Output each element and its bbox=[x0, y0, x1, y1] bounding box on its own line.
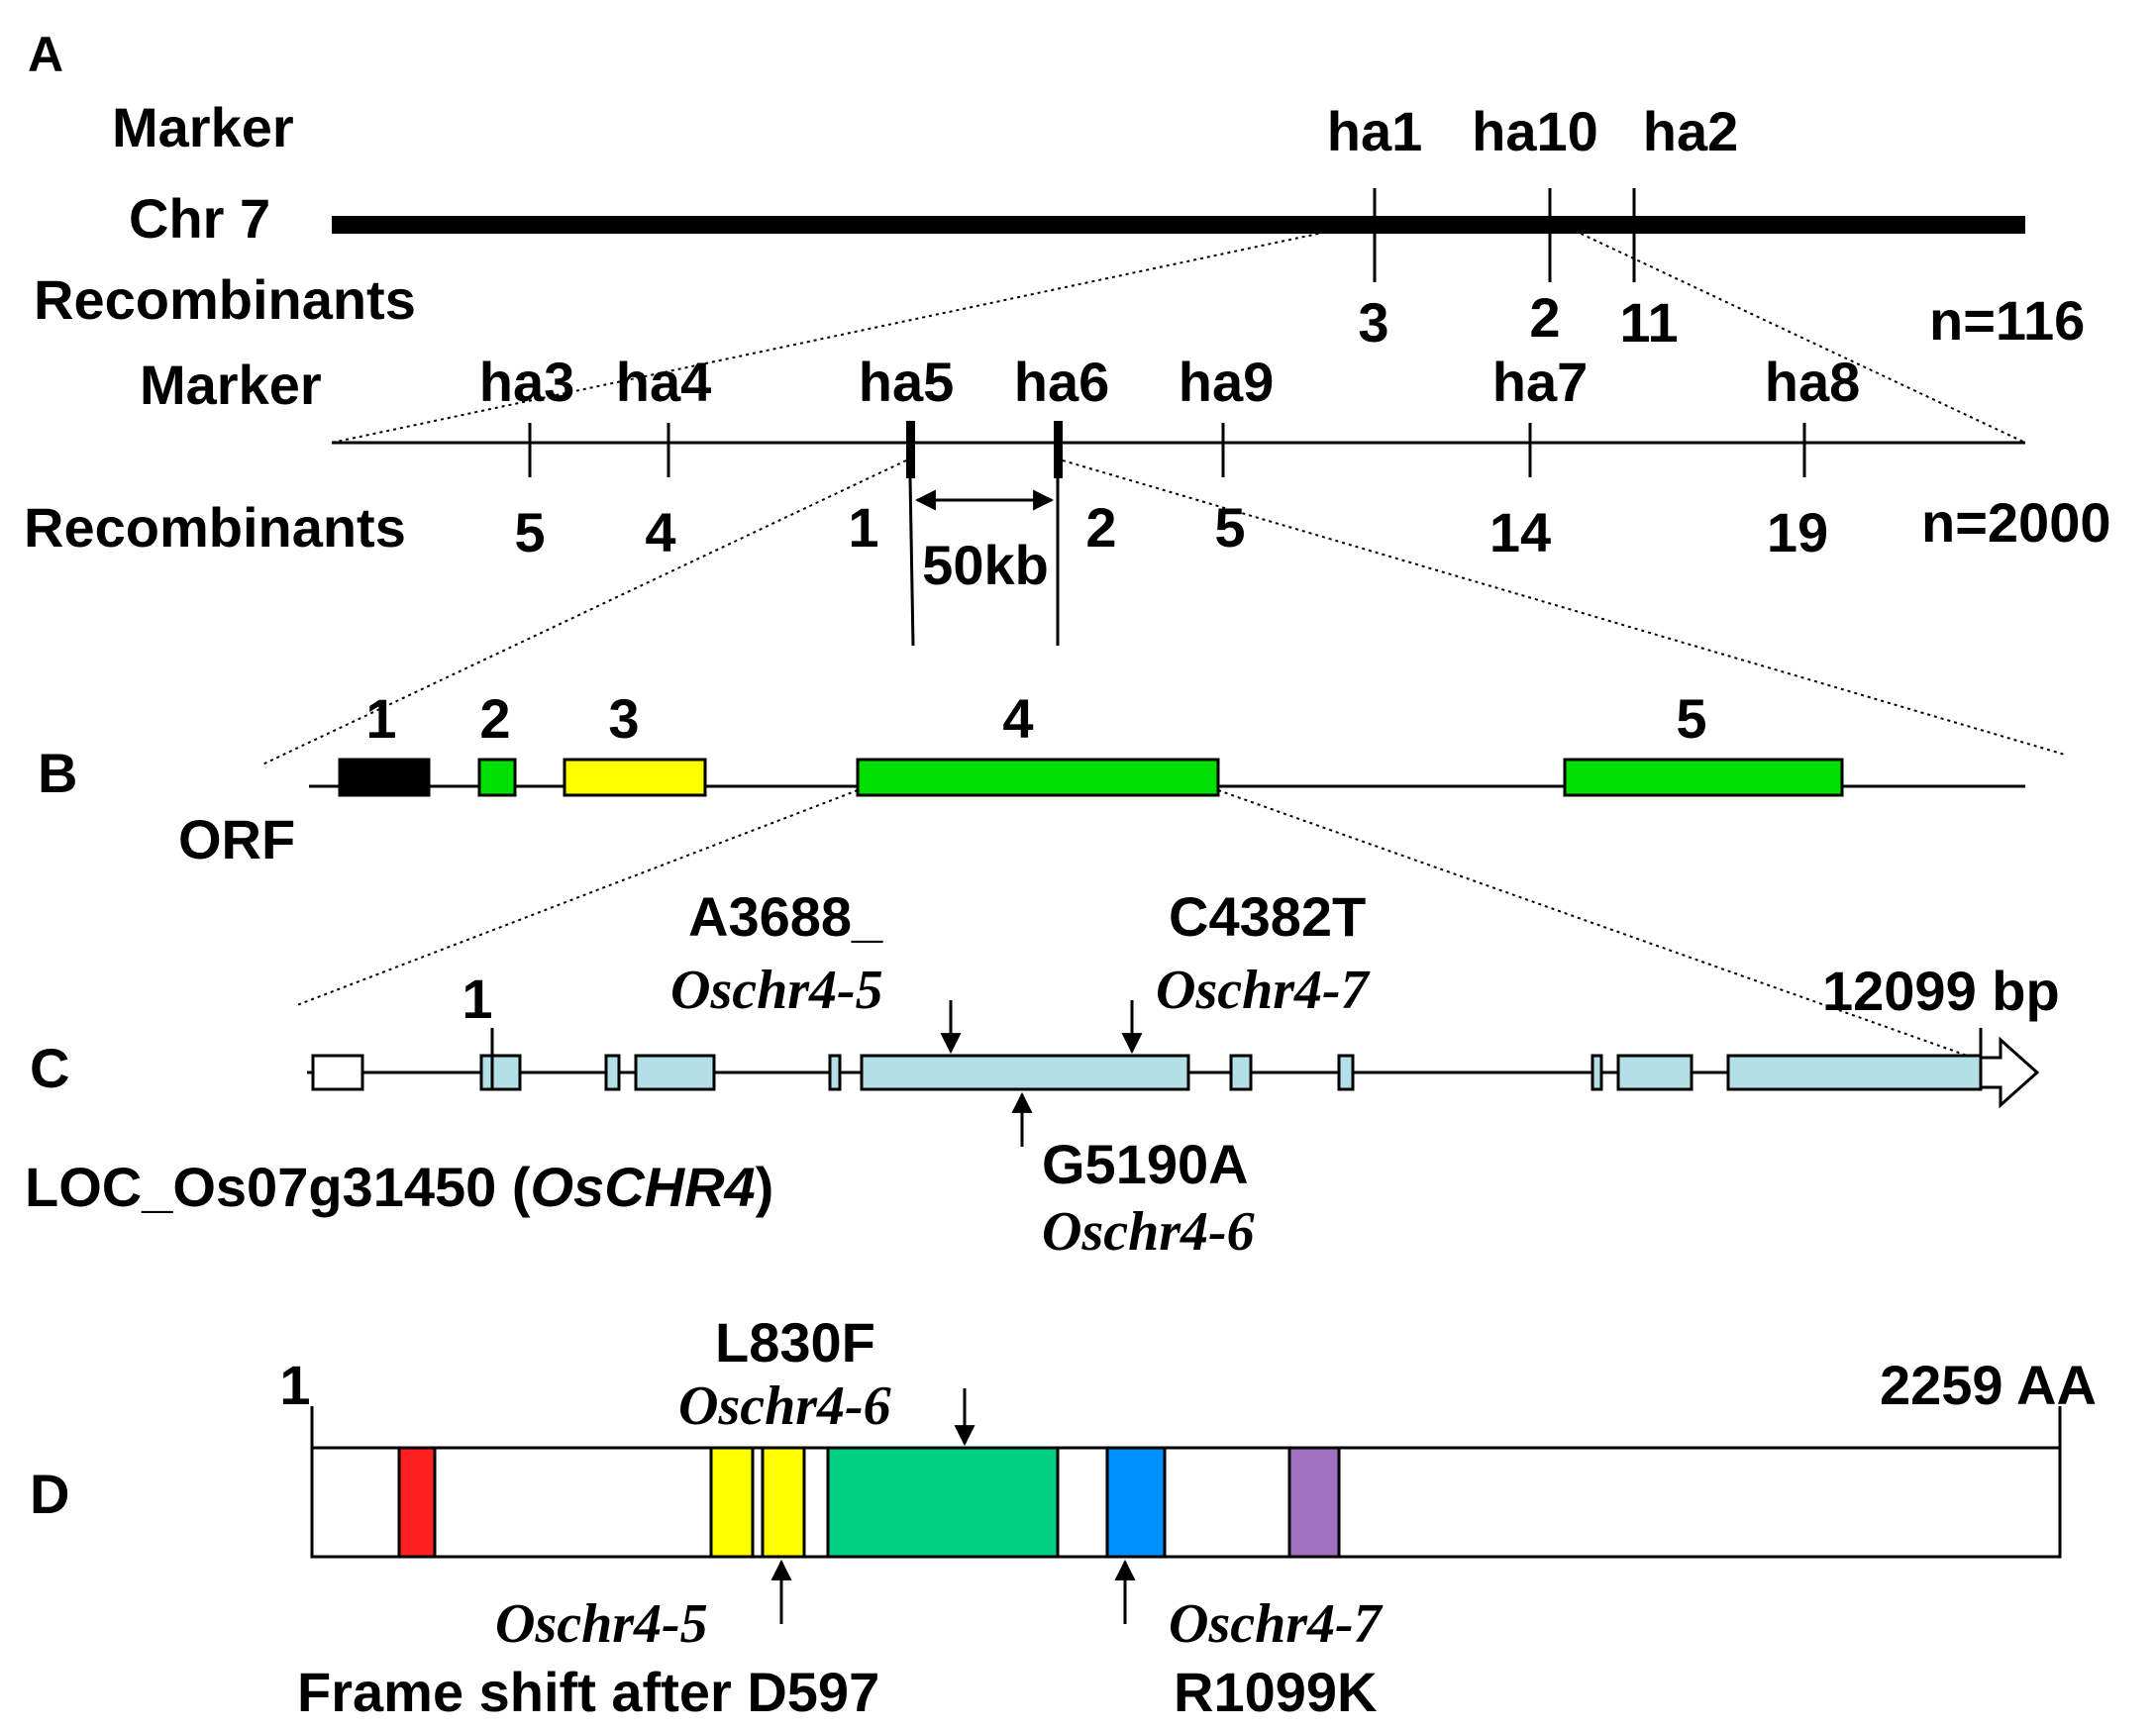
orf-1-box bbox=[338, 758, 431, 797]
marker-ha5: ha5 bbox=[859, 351, 955, 413]
gene-direction-arrow bbox=[1979, 1036, 2040, 1109]
interval-size-label: 50kb bbox=[922, 534, 1049, 596]
recombinant-count-ha4: 4 bbox=[645, 501, 675, 563]
protein-bar bbox=[310, 1446, 2062, 1559]
marker-ha9: ha9 bbox=[1179, 351, 1275, 413]
orf-3-number: 3 bbox=[608, 687, 639, 750]
panel-c-label: C bbox=[30, 1037, 69, 1099]
recombinant-count-ha7: 14 bbox=[1489, 501, 1551, 563]
orf-2-box bbox=[477, 758, 517, 797]
exon-9 bbox=[1616, 1054, 1694, 1091]
marker-ha10: ha10 bbox=[1472, 100, 1598, 162]
mutation-r1099k: R1099K bbox=[1174, 1661, 1377, 1723]
gene-locus-id: LOC_Os07g31450 ( bbox=[25, 1156, 531, 1218]
orf-4-box bbox=[856, 758, 1220, 797]
recombinant-count-ha10: 2 bbox=[1529, 286, 1560, 349]
orf-4-number: 4 bbox=[1002, 687, 1033, 750]
exon-8 bbox=[1591, 1054, 1603, 1091]
marker-ha3: ha3 bbox=[479, 351, 575, 413]
exon-1 bbox=[479, 1054, 522, 1091]
protein-start-label: 1 bbox=[279, 1354, 310, 1416]
panel-d-label: D bbox=[30, 1463, 69, 1525]
exon-7 bbox=[1337, 1054, 1355, 1091]
mutation-c4382t: C4382T bbox=[1169, 885, 1366, 948]
mutation-l830f: L830F bbox=[715, 1311, 875, 1374]
domain-green bbox=[826, 1446, 1060, 1559]
allele-oschr4-7-c: Oschr4-7 bbox=[1156, 960, 1371, 1021]
exon-10 bbox=[1726, 1054, 1983, 1091]
recombinant-count-ha5: 1 bbox=[848, 496, 878, 559]
domain-blue bbox=[1105, 1446, 1167, 1559]
marker-tick-ha5 bbox=[906, 421, 915, 478]
recombinants-label-row2: Recombinants bbox=[24, 496, 406, 559]
gene-locus-name: LOC_Os07g31450 (OsCHR4) bbox=[25, 1156, 773, 1218]
utr-box bbox=[311, 1054, 364, 1091]
exon-5 bbox=[860, 1054, 1190, 1091]
recombinant-count-ha2: 11 bbox=[1619, 291, 1678, 354]
mutation-g5190a: G5190A bbox=[1042, 1133, 1249, 1195]
protein-end-label: 2259 AA bbox=[1880, 1354, 2097, 1416]
panel-b-label: B bbox=[38, 742, 77, 804]
gene-symbol: OsCHR4 bbox=[530, 1156, 755, 1218]
allele-oschr4-5-d: Oschr4-5 bbox=[495, 1593, 708, 1655]
marker-label-row1: Marker bbox=[112, 96, 294, 158]
orf-5-number: 5 bbox=[1676, 687, 1706, 750]
orf-1-number: 1 bbox=[365, 687, 396, 750]
domain-red bbox=[397, 1446, 437, 1559]
exon-6 bbox=[1229, 1054, 1253, 1091]
domain-yellow-2 bbox=[761, 1446, 806, 1559]
zoom-line-left-b bbox=[261, 459, 907, 765]
marker-tick-ha6 bbox=[1054, 421, 1063, 478]
mutation-frameshift: Frame shift after D597 bbox=[297, 1661, 879, 1723]
allele-oschr4-7-d: Oschr4-7 bbox=[1169, 1593, 1384, 1655]
recombinant-count-ha8: 19 bbox=[1767, 501, 1828, 563]
orf-5-box bbox=[1563, 758, 1844, 797]
mutation-a3688: A3688_ bbox=[688, 885, 883, 948]
panel-a-label: A bbox=[28, 27, 63, 82]
recombinant-count-ha9: 5 bbox=[1214, 496, 1245, 559]
marker-ha2: ha2 bbox=[1643, 100, 1739, 162]
exon-4 bbox=[828, 1054, 842, 1091]
marker-ha7: ha7 bbox=[1492, 351, 1589, 413]
zoom-line-left-c bbox=[296, 789, 859, 1006]
marker-ha6: ha6 bbox=[1014, 351, 1110, 413]
domain-purple bbox=[1287, 1446, 1341, 1559]
zoom-line-right-c bbox=[1217, 789, 2021, 1075]
domain-yellow-1 bbox=[709, 1446, 755, 1559]
marker-ha4: ha4 bbox=[616, 351, 712, 413]
gene-locus-close: ) bbox=[756, 1156, 774, 1218]
marker-ha1: ha1 bbox=[1327, 100, 1423, 162]
recombinants-label-row1: Recombinants bbox=[34, 268, 416, 331]
marker-label-row2: Marker bbox=[140, 354, 322, 416]
population-size-row1: n=116 bbox=[1929, 289, 2085, 352]
orf-label: ORF bbox=[178, 808, 295, 870]
gene-end-label: 12099 bp bbox=[1822, 960, 2060, 1022]
gene-start-label: 1 bbox=[462, 968, 492, 1030]
exon-3 bbox=[634, 1054, 716, 1091]
interval-bound-left bbox=[908, 477, 915, 647]
marker-ha8: ha8 bbox=[1765, 351, 1861, 413]
exon-2 bbox=[604, 1054, 621, 1091]
allele-oschr4-6-d: Oschr4-6 bbox=[678, 1375, 891, 1437]
zoom-line-right-b bbox=[1062, 459, 2066, 756]
orf-2-number: 2 bbox=[479, 687, 510, 750]
recombinant-count-ha6: 2 bbox=[1085, 496, 1116, 559]
chromosome-label: Chr 7 bbox=[129, 187, 270, 250]
allele-oschr4-5-c: Oschr4-5 bbox=[670, 960, 883, 1021]
population-size-row2: n=2000 bbox=[1921, 491, 2111, 554]
orf-3-box bbox=[563, 758, 707, 797]
allele-oschr4-6-c: Oschr4-6 bbox=[1042, 1201, 1255, 1263]
recombinant-count-ha1: 3 bbox=[1358, 291, 1388, 354]
recombinant-count-ha3: 5 bbox=[514, 501, 545, 563]
